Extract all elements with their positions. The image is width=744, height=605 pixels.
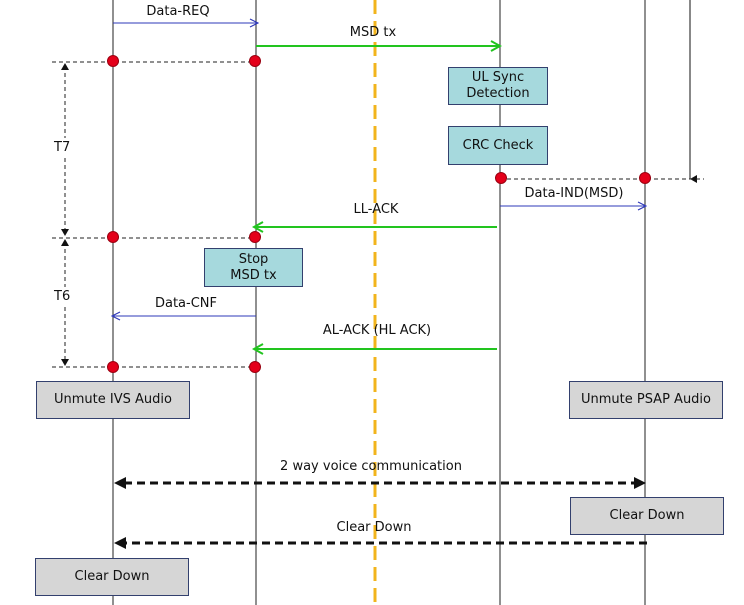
t7-arrowhead-top xyxy=(61,63,69,70)
marker-ivs-modem-t6-start xyxy=(249,231,261,243)
t6-arrowhead-bottom xyxy=(61,359,69,366)
clear-down-psap-box: Clear Down xyxy=(570,497,724,535)
event-markers xyxy=(107,55,651,373)
clear-down-label: Clear Down xyxy=(337,520,412,535)
stop-msd-tx-box: Stop MSD tx xyxy=(204,248,303,287)
voice-label: 2 way voice communication xyxy=(280,459,462,474)
marker-psap-app-msd xyxy=(639,172,651,184)
marker-ivs-app-t6-start xyxy=(107,231,119,243)
t7-arrowhead-bottom xyxy=(61,229,69,236)
marker-ivs-modem-t7-start xyxy=(249,55,261,67)
unmute-psap-audio-box: Unmute PSAP Audio xyxy=(569,381,723,419)
ll-ack-label: LL-ACK xyxy=(354,202,399,217)
data-ind-label: Data-IND(MSD) xyxy=(525,186,624,201)
msd-tx-label: MSD tx xyxy=(350,25,397,40)
t7-label: T7 xyxy=(53,140,70,155)
clear-down-arrowhead xyxy=(114,537,126,549)
marker-ivs-modem-t6-end xyxy=(249,361,261,373)
marker-psap-modem-msd xyxy=(495,172,507,184)
t6-arrowhead-top xyxy=(61,239,69,246)
voice-arrowhead-left xyxy=(114,477,126,489)
al-ack-label: AL-ACK (HL ACK) xyxy=(323,323,431,338)
voice-arrowhead-right xyxy=(634,477,646,489)
data-req-label: Data-REQ xyxy=(146,4,209,19)
crc-check-box: CRC Check xyxy=(448,126,548,165)
t6-label: T6 xyxy=(53,289,70,304)
marker-ivs-app-t7-start xyxy=(107,55,119,67)
ul-sync-detection-box: UL Sync Detection xyxy=(448,67,548,105)
unmute-ivs-audio-box: Unmute IVS Audio xyxy=(36,381,190,419)
clear-down-ivs-box: Clear Down xyxy=(35,558,189,596)
data-cnf-label: Data-CNF xyxy=(155,296,217,311)
marker-ivs-app-t6-end xyxy=(107,361,119,373)
